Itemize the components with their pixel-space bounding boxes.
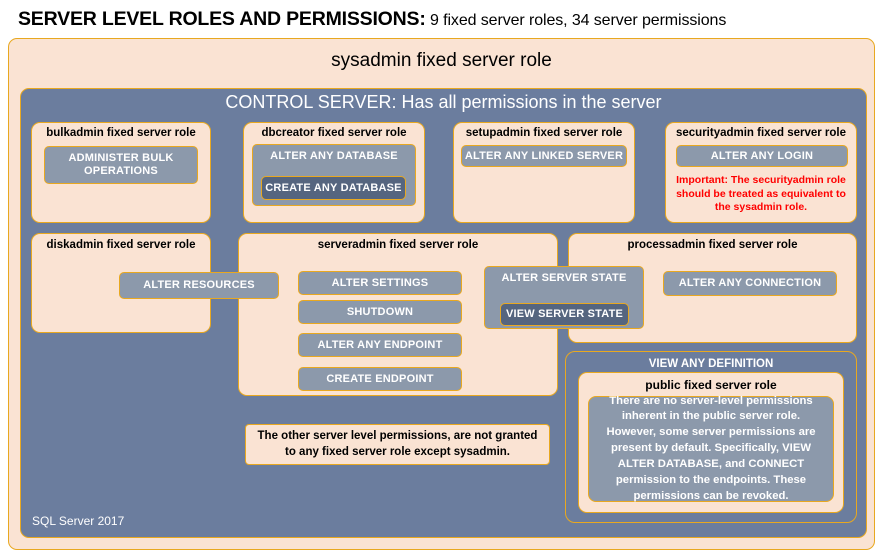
permission-alter-any-linked-server: ALTER ANY LINKED SERVER — [461, 145, 627, 167]
other-permissions-note: The other server level permissions, are … — [245, 424, 550, 465]
permission-alter-any-connection: ALTER ANY CONNECTION — [663, 271, 837, 296]
role-label-diskadmin: diskadmin fixed server role — [46, 239, 196, 251]
permission-alter-settings: ALTER SETTINGS — [298, 271, 462, 295]
permission-alter-any-login: ALTER ANY LOGIN — [676, 145, 848, 167]
sysadmin-role-label: sysadmin fixed server role — [331, 50, 552, 71]
role-label-securityadmin: securityadmin fixed server role — [675, 127, 847, 139]
page-title-main: SERVER LEVEL ROLES AND PERMISSIONS: — [18, 8, 426, 30]
permission-view-server-state: VIEW SERVER STATE — [500, 303, 629, 326]
control-server-label: CONTROL SERVER: Has all permissions in t… — [225, 92, 662, 112]
permission-alter-server-state-label: ALTER SERVER STATE — [501, 272, 627, 284]
permission-administer-bulk-operations: ADMINISTER BULK OPERATIONS — [44, 146, 198, 184]
role-label-public: public fixed server role — [645, 378, 777, 392]
permission-shutdown: SHUTDOWN — [298, 300, 462, 324]
role-label-processadmin: processadmin fixed server role — [627, 239, 798, 251]
permission-view-any-definition-label: VIEW ANY DEFINITION — [648, 358, 774, 370]
permission-create-any-database: CREATE ANY DATABASE — [261, 176, 406, 200]
role-box-securityadmin — [665, 122, 857, 223]
page-title: SERVER LEVEL ROLES AND PERMISSIONS: 9 fi… — [18, 8, 868, 36]
role-label-bulkadmin: bulkadmin fixed server role — [46, 127, 196, 139]
role-box-setupadmin — [453, 122, 635, 223]
role-label-serveradmin: serveradmin fixed server role — [317, 239, 479, 251]
permission-alter-any-endpoint: ALTER ANY ENDPOINT — [298, 333, 462, 357]
role-label-setupadmin: setupadmin fixed server role — [465, 127, 623, 139]
public-role-description: There are no server-level permissions in… — [588, 395, 834, 502]
permission-alter-any-database-label: ALTER ANY DATABASE — [270, 150, 398, 162]
page-title-subtitle: 9 fixed server roles, 34 server permissi… — [425, 12, 727, 29]
role-label-dbcreator: dbcreator fixed server role — [261, 127, 407, 139]
permission-alter-resources: ALTER RESOURCES — [119, 272, 279, 299]
securityadmin-warning-note: Important: The securityadmin role should… — [676, 174, 846, 214]
permission-create-endpoint: CREATE ENDPOINT — [298, 367, 462, 391]
footer-version-label: SQL Server 2017 — [32, 514, 125, 528]
